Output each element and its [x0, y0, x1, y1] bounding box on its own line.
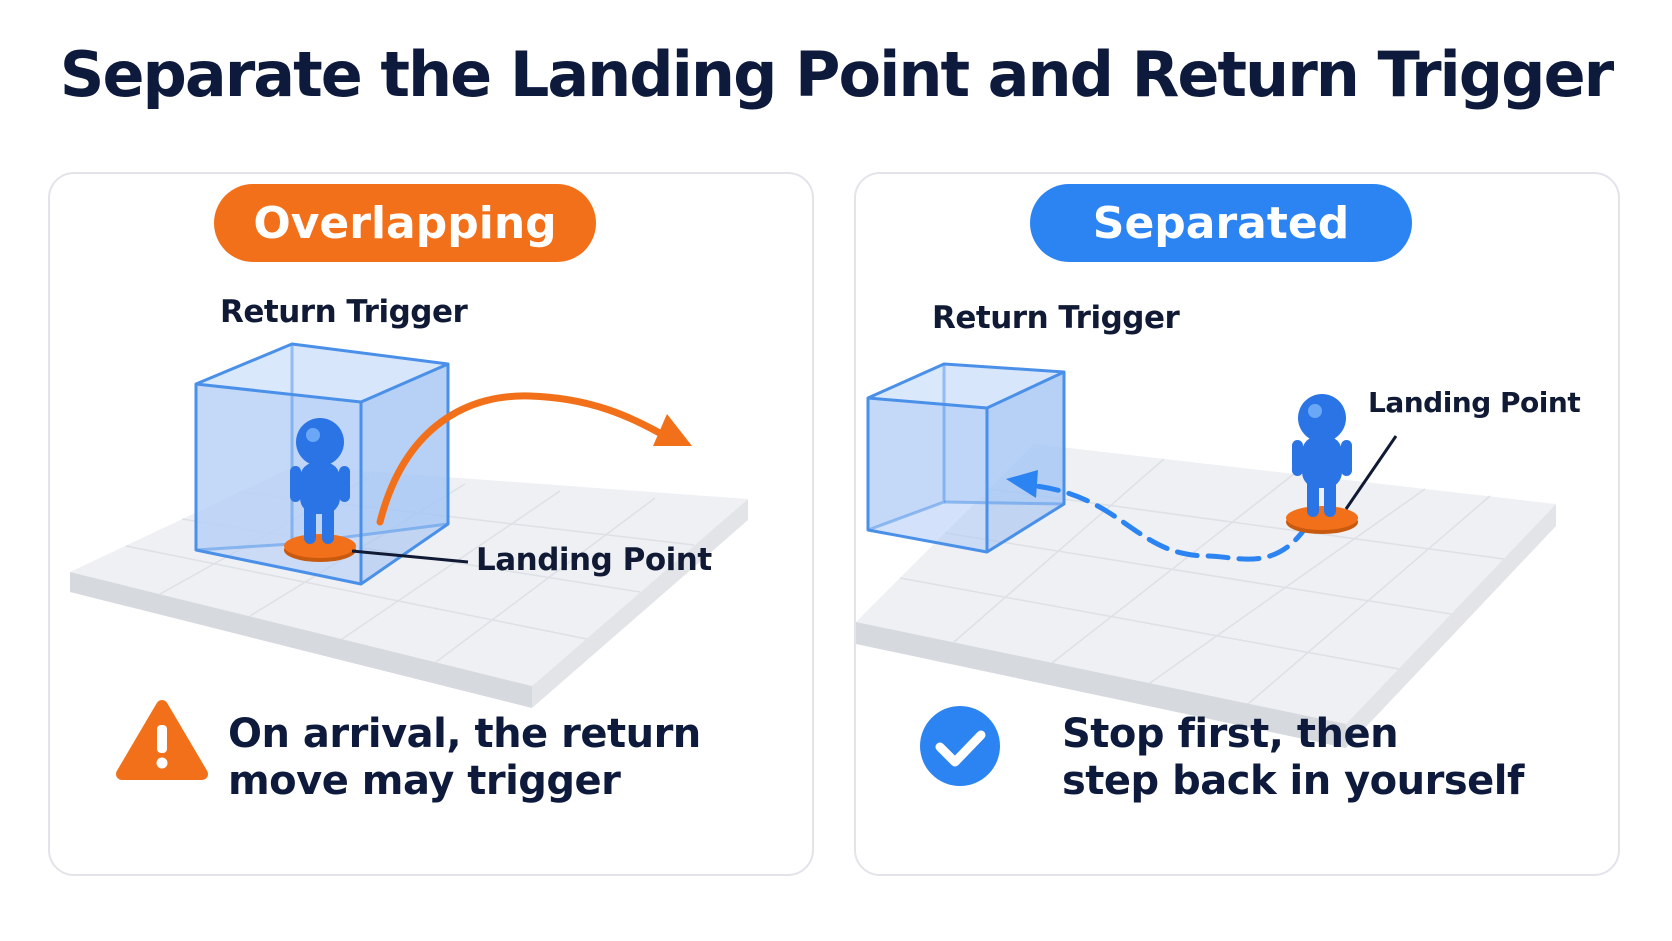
- caption-line-1: Stop first, then: [1062, 711, 1399, 757]
- checkmark-icon: [920, 706, 1000, 786]
- return-trigger-label: Return Trigger: [932, 300, 1180, 336]
- return-path-arrow: [1006, 470, 1311, 562]
- landing-point-label: Landing Point: [476, 542, 712, 578]
- page-title: Separate the Landing Point and Return Tr…: [59, 38, 1614, 111]
- caption-line-2: step back in yourself: [1062, 758, 1524, 804]
- landing-point-disc: [284, 534, 356, 562]
- character-figure: [1292, 394, 1352, 517]
- character-figure: [290, 418, 350, 544]
- overlapping-caption: On arrival, the return move may trigger: [228, 711, 701, 805]
- separated-illustration: [856, 362, 1556, 786]
- overlapping-panel: Overlapping Return Trigger Landing Point…: [48, 172, 814, 876]
- overlapping-badge: Overlapping: [214, 184, 596, 262]
- overlapping-illustration: [70, 342, 748, 780]
- landing-leader-line: [351, 549, 469, 564]
- orange-arrow: [376, 392, 692, 526]
- caption-line-2: move may trigger: [228, 758, 621, 804]
- caption-line-1: On arrival, the return: [228, 711, 701, 757]
- separated-badge: Separated: [1030, 184, 1412, 262]
- warning-icon: [116, 700, 208, 780]
- separated-panel: Separated Return Trigger Landing Point S…: [854, 172, 1620, 876]
- separated-caption: Stop first, then step back in yourself: [1062, 711, 1524, 805]
- return-trigger-box: [866, 362, 1066, 554]
- landing-point-label: Landing Point: [1368, 386, 1581, 419]
- return-trigger-label: Return Trigger: [220, 294, 468, 330]
- landing-point-disc: [1286, 506, 1358, 534]
- landing-leader-line: [1344, 435, 1398, 510]
